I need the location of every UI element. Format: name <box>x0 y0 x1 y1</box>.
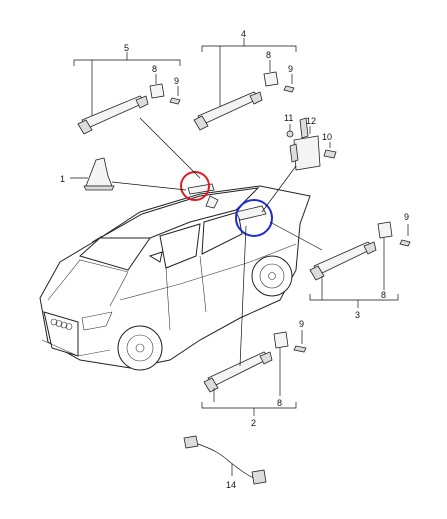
screw-9-part5 <box>169 97 181 105</box>
callout-9-part3: 9 <box>404 212 409 222</box>
bracket-5 <box>73 59 181 66</box>
front-wheel <box>117 325 163 371</box>
bracket-8-part5 <box>149 83 165 99</box>
bracket-8-part3 <box>377 221 393 239</box>
leader-12-to-car <box>261 165 297 213</box>
side-window-front <box>159 223 201 269</box>
cable-connector-left <box>183 435 199 449</box>
windshield <box>78 237 151 271</box>
car-roof <box>98 187 260 239</box>
antenna-mast <box>91 235 103 243</box>
part-4-group: 4 8 9 <box>193 29 297 131</box>
roof-mount-right <box>235 205 267 221</box>
screw-9-part4 <box>283 85 295 93</box>
callout-3: 3 <box>355 310 360 320</box>
hood-line <box>47 259 129 307</box>
bracket-2 <box>201 402 297 409</box>
callout-9-part4: 9 <box>288 64 293 74</box>
leader-2-to-car <box>239 225 247 367</box>
callout-10: 10 <box>322 132 332 142</box>
part-1-group: 1 <box>60 157 187 191</box>
callout-8-part2: 8 <box>277 398 282 408</box>
callout-1: 1 <box>60 174 65 184</box>
callout-8-part3: 8 <box>381 290 386 300</box>
callout-9-part2: 9 <box>299 319 304 329</box>
cable-14 <box>197 443 259 481</box>
screw-9-part2 <box>293 345 307 353</box>
part-2-group: 2 8 9 <box>201 225 307 428</box>
part-14-group: 14 <box>183 435 267 490</box>
amplifier-12 <box>293 135 321 171</box>
cable-connector-right <box>251 469 267 485</box>
bumper-line <box>41 339 111 357</box>
callout-8-part4: 8 <box>266 50 271 60</box>
side-mirror <box>148 251 163 263</box>
callout-8-part5: 8 <box>152 64 157 74</box>
callout-4: 4 <box>241 29 246 39</box>
roof-bracket <box>205 195 219 209</box>
leader-1-to-car <box>111 181 187 191</box>
part-10-11-12-group: 12 11 10 <box>261 113 337 213</box>
side-window-rear <box>201 211 243 255</box>
bracket-8-part2 <box>273 331 289 349</box>
bolt-10 <box>323 149 337 159</box>
part-5-group: 5 8 9 <box>73 43 201 179</box>
callout-14: 14 <box>226 480 236 490</box>
callout-12: 12 <box>306 116 316 126</box>
callout-9-part5: 9 <box>174 76 179 86</box>
bracket-3 <box>309 294 399 301</box>
callout-5: 5 <box>124 43 129 53</box>
headlight <box>81 311 113 331</box>
part-3-group: 3 8 9 <box>269 212 411 320</box>
car-illustration <box>39 183 311 371</box>
leader-3-to-car <box>269 221 323 251</box>
callout-2: 2 <box>251 418 256 428</box>
side-crease <box>119 243 297 301</box>
bracket-8-part4 <box>263 71 279 87</box>
nut-11 <box>286 130 294 138</box>
door-line-1 <box>165 267 171 331</box>
rear-wheel <box>251 255 293 297</box>
bracket-4 <box>201 45 297 52</box>
leader-5-to-car <box>139 117 201 179</box>
roof-mount-left <box>187 183 215 195</box>
door-line-2 <box>199 255 207 313</box>
callout-11: 11 <box>284 113 293 123</box>
red-highlight-circle <box>180 171 210 201</box>
grille-rings-logo <box>50 318 73 330</box>
shark-fin-antenna <box>85 157 113 187</box>
blue-highlight-circle <box>235 199 273 237</box>
screw-9-part3 <box>399 239 411 247</box>
